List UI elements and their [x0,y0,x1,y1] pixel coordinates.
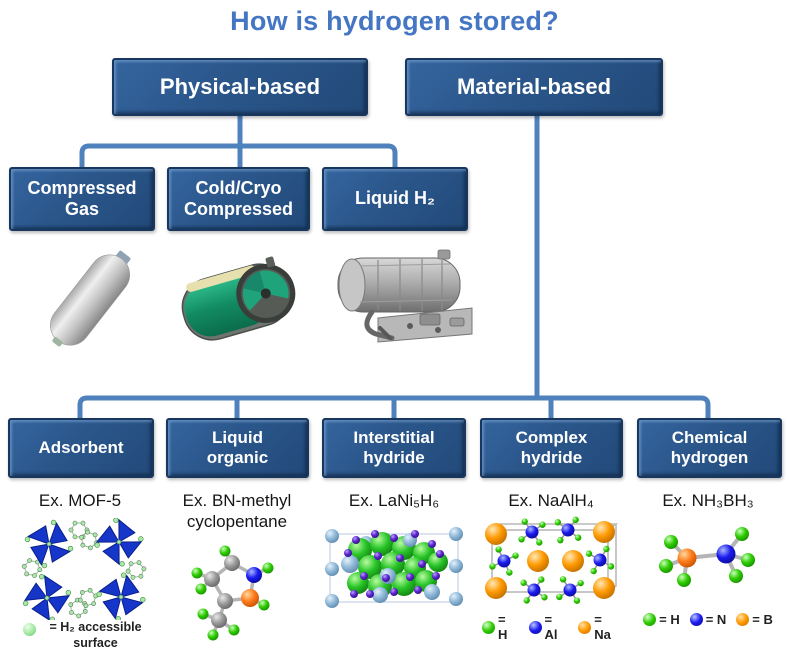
node-compressed-gas: Compressed Gas [9,167,155,231]
example-caption-bn-methyl: Ex. BN-methyl cyclopentane [182,491,292,532]
node-chemical-hydrogen: Chemical hydrogen [637,418,782,478]
legend-mof5: = H₂ accessible surface [12,620,160,651]
na-atom-dot-icon [578,620,592,634]
legend-item-n: = N [689,612,726,627]
legend-nh3bh3: = H = N = B [640,612,776,627]
h-atom-dot-icon [482,620,495,634]
b-atom-dot-icon [736,613,750,626]
legend-item-h: = H [482,612,519,642]
node-label: Chemical hydrogen [670,427,749,467]
legend-item-b: = B [736,612,773,627]
legend-item-na: = Na [578,612,622,642]
h-atom-dot-icon [643,613,657,626]
lani5h6-structure-image [325,527,463,608]
legend-item-h: = H [643,612,680,627]
example-caption-nh3bh3: Ex. NH₃BH₃ [662,491,754,510]
mof5-structure-image [18,518,150,620]
cryo-compressed-tank-image [181,256,296,341]
node-complex-hydride: Complex hydride [480,418,623,478]
example-caption-lani5h6: Ex. LaNi₅H₆ [348,491,440,510]
node-material-based: Material-based [405,58,663,116]
page-title: How is hydrogen stored? [230,6,559,36]
node-label: Liquid organic [206,427,269,467]
node-label: Material-based [456,74,612,100]
legend-text: = H₂ accessible surface [49,620,142,650]
node-label: Cold/Cryo Compressed [183,177,294,219]
node-physical-based: Physical-based [112,58,368,116]
liquid-h2-tank-image [337,249,473,343]
node-interstitial-hydride: Interstitial hydride [322,418,466,478]
node-liquid-organic: Liquid organic [166,418,309,478]
node-adsorbent: Adsorbent [8,418,154,478]
legend-naalh4: = H = Al = Na [482,612,622,642]
node-cold-cryo-compressed: Cold/Cryo Compressed [167,167,310,231]
bn-methylcyclopentane-molecule-image [191,545,274,641]
n-atom-dot-icon [689,613,703,626]
node-label: Complex hydride [515,427,588,467]
legend-item-al: = Al [528,612,569,642]
node-label: Liquid H₂ [355,188,435,209]
node-label: Physical-based [159,74,321,100]
node-label: Interstitial hydride [353,427,435,467]
h2-surface-dot-icon [22,623,36,636]
node-label: Compressed Gas [27,177,137,219]
example-caption-naalh4: Ex. NaAlH₄ [508,491,594,510]
example-caption-mof5: Ex. MOF-5 [38,491,122,510]
node-label: Adsorbent [38,437,124,457]
node-liquid-h2: Liquid H₂ [322,167,468,231]
al-atom-dot-icon [528,620,542,634]
naalh4-structure-image [485,516,619,606]
nh3bh3-structure-image [659,527,755,587]
compressed-gas-tank-image [49,250,131,347]
